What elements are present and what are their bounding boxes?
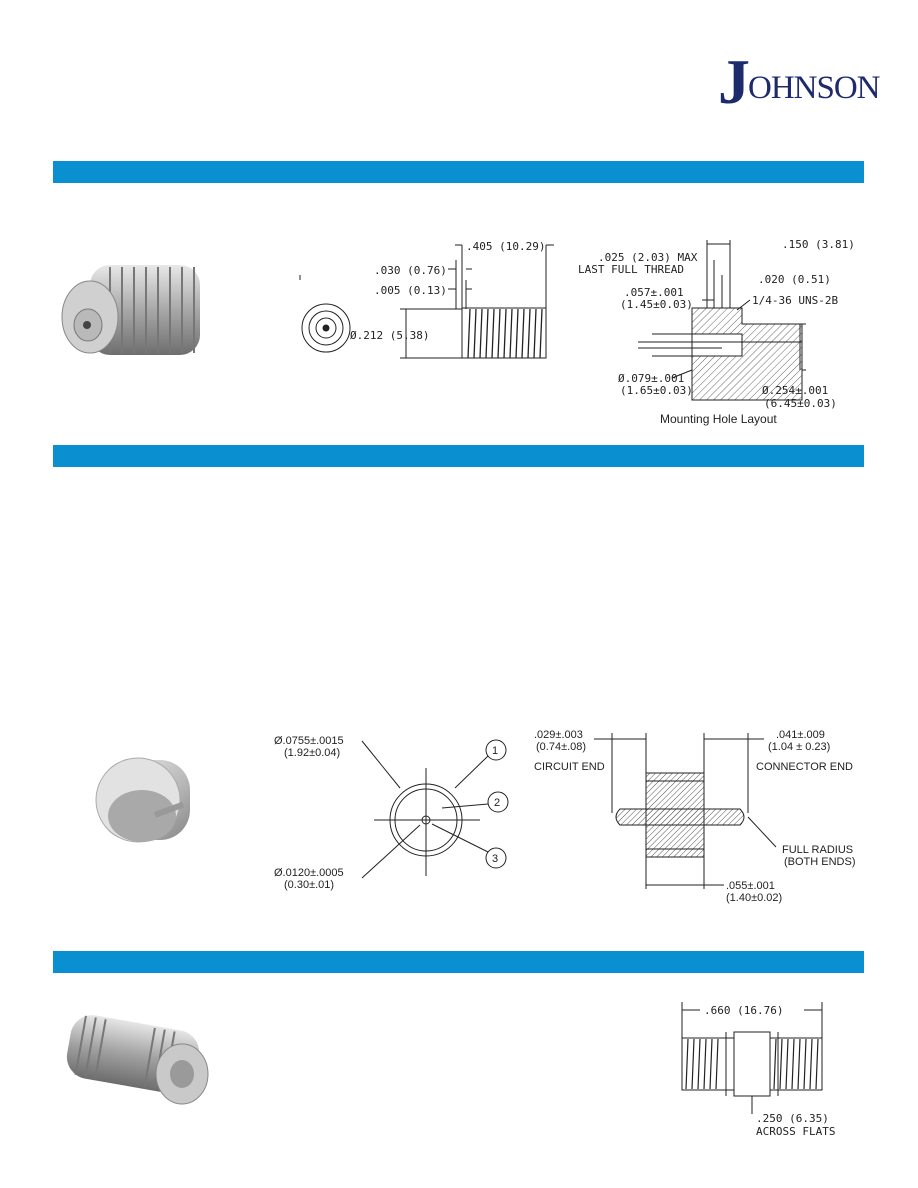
logo-letters: OHNSON bbox=[748, 70, 881, 106]
dim-outer-mm: (6.45±0.03) bbox=[764, 397, 837, 410]
dim-connector: .041±.009 bbox=[776, 729, 825, 741]
label-connector-end: CONNECTOR END bbox=[756, 761, 853, 773]
callout-3: 3 bbox=[492, 853, 498, 865]
dim-shoulder-005: .005 (0.13) bbox=[374, 284, 447, 297]
callout-1: 1 bbox=[492, 745, 498, 757]
label-both-ends: (BOTH ENDS) bbox=[784, 856, 856, 868]
dim-last-full-thread: LAST FULL THREAD bbox=[578, 263, 684, 276]
dim-adapter-length: .660 (16.76) bbox=[704, 1004, 783, 1017]
label-full-radius: FULL RADIUS bbox=[782, 844, 853, 856]
dim-depth: .150 (3.81) bbox=[782, 238, 855, 251]
dim-outer-dia: Ø.0755±.0015 bbox=[274, 735, 344, 747]
dim-outer-dia-mm: (1.92±0.04) bbox=[284, 747, 340, 759]
dim-overall-length: .405 (10.29) bbox=[466, 240, 545, 253]
dim-pin-dia: Ø.0120±.0005 bbox=[274, 867, 344, 879]
johnson-logo: J OHNSON bbox=[718, 46, 881, 117]
label-circuit-end: CIRCUIT END bbox=[534, 761, 605, 773]
section-3-header-bar bbox=[53, 951, 864, 973]
logo-letter-j: J bbox=[718, 46, 750, 117]
dim-circuit-mm: (0.74±.08) bbox=[536, 741, 586, 753]
dim-pin-dia-mm: (0.30±.01) bbox=[284, 879, 334, 891]
dim-body-length-mm: (1.40±0.02) bbox=[726, 892, 782, 904]
dim-across-flats: .250 (6.35) bbox=[756, 1112, 829, 1125]
dim-diameter: Ø.212 (5.38) bbox=[350, 329, 429, 342]
connector-dimension-drawing: .405 (10.29) .030 (0.76) .005 (0.13) Ø.2… bbox=[299, 240, 554, 359]
dim-lip: .020 (0.51) bbox=[758, 273, 831, 286]
dim-bore2-mm: (1.65±0.03) bbox=[620, 384, 693, 397]
dim-thread-spec: 1/4-36 UNS-2B bbox=[752, 294, 838, 307]
section-2-header-bar bbox=[53, 445, 864, 467]
dim-outer: Ø.254±.001 bbox=[762, 384, 828, 397]
pin-front-view-drawing: 1 2 3 Ø.0755±.0015 (1.92±0.04) Ø.0120±.0… bbox=[274, 735, 509, 891]
dim-body-length: .055±.001 bbox=[726, 880, 775, 892]
pin-side-view-drawing: .029±.003 (0.74±.08) CIRCUIT END .041±.0… bbox=[534, 729, 856, 904]
dim-bore1-mm: (1.45±0.03) bbox=[620, 298, 693, 311]
pin-bushing-photo bbox=[95, 757, 190, 843]
dim-bore2: Ø.079±.001 bbox=[618, 372, 684, 385]
mounting-hole-layout-drawing: .150 (3.81) .025 (2.03) MAX LAST FULL TH… bbox=[578, 238, 855, 426]
dim-bore1: .057±.001 bbox=[624, 286, 684, 299]
label-across-flats: ACROSS FLATS bbox=[756, 1125, 835, 1138]
dim-shoulder-030: .030 (0.76) bbox=[374, 264, 447, 277]
adapter-dimension-drawing: .660 (16.76) .250 (6.35) ACROSS FLATS bbox=[681, 1002, 835, 1138]
callout-2: 2 bbox=[494, 797, 500, 809]
dim-max-thread: .025 (2.03) MAX bbox=[598, 251, 698, 264]
dim-connector-mm: (1.04 ± 0.23) bbox=[768, 741, 830, 753]
section-1-header-bar bbox=[53, 161, 864, 183]
mounting-hole-caption: Mounting Hole Layout bbox=[660, 412, 777, 426]
dim-circuit: .029±.003 bbox=[534, 729, 583, 741]
threaded-adapter-photo bbox=[66, 1015, 209, 1105]
threaded-jack-photo bbox=[61, 265, 200, 355]
